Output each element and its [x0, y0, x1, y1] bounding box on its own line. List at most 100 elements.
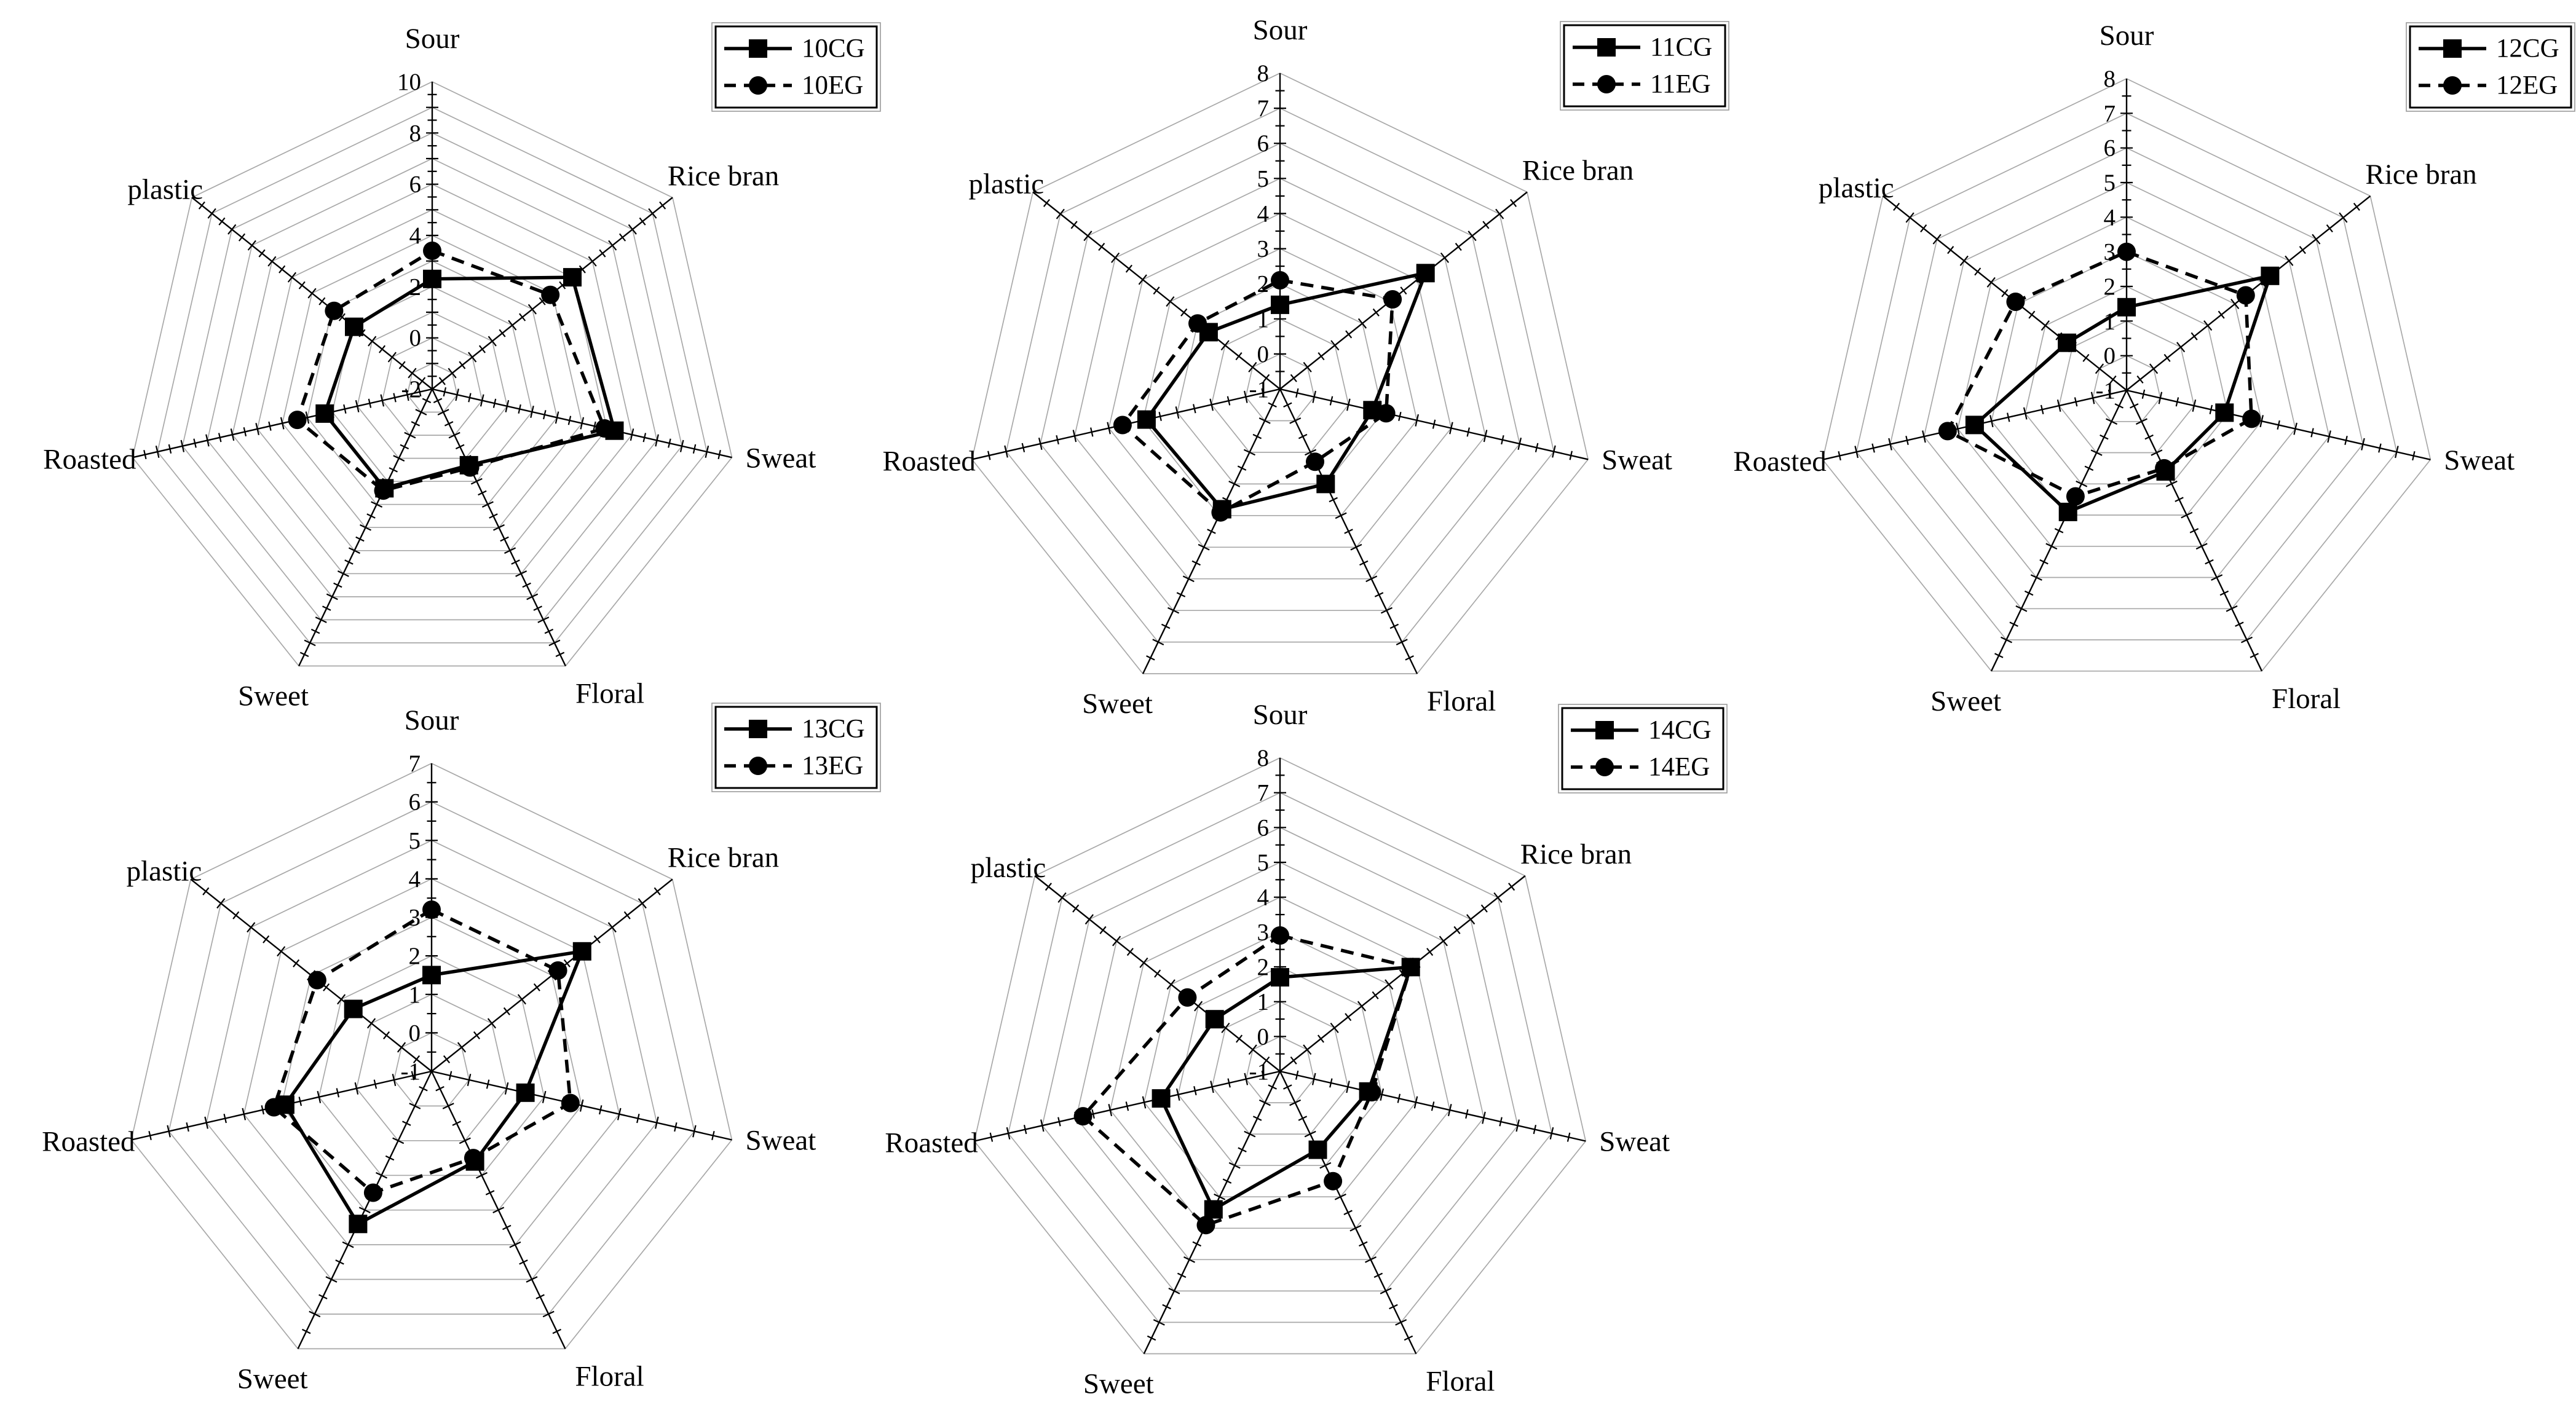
axis-tick	[1499, 1117, 1503, 1127]
axis-tick	[344, 559, 354, 565]
axis-tick	[247, 922, 256, 933]
axis-tick	[579, 1099, 584, 1112]
category-label: Sweet	[1930, 685, 2001, 717]
axis-tick	[216, 898, 226, 909]
axis-tick	[1413, 1096, 1418, 1109]
marker-circle-14EG	[1362, 1083, 1381, 1101]
series-line-11CG	[1144, 270, 1429, 511]
grid-ring	[157, 106, 708, 644]
axis-tick	[1535, 443, 1539, 452]
category-label: Sour	[1253, 14, 1308, 46]
category-label: Floral	[575, 1360, 644, 1392]
axis-tick	[1380, 607, 1393, 614]
axis-tick	[2141, 389, 2146, 399]
category-label: Sweat	[745, 442, 816, 474]
axis-tick	[448, 431, 460, 439]
legend-box	[2409, 25, 2572, 109]
axis-tick	[2040, 404, 2044, 414]
legend-label: 13EG	[802, 752, 863, 781]
category-label: Roasted	[43, 443, 136, 475]
axis-tick	[417, 387, 422, 397]
axis-tick	[411, 421, 421, 427]
series-line-10CG	[323, 275, 617, 490]
axis-tick	[473, 1031, 480, 1039]
category-label: Sweet	[1082, 688, 1153, 720]
axis-tick	[508, 320, 517, 331]
axis-tick	[1311, 1073, 1316, 1085]
axis-tick	[2299, 246, 2306, 254]
axis-tick	[588, 256, 597, 267]
axis-tick	[1221, 1022, 1230, 1033]
axis-tick	[1374, 592, 1384, 597]
axis-tick	[478, 490, 487, 496]
marker-circle-14EG	[1401, 958, 1420, 977]
marker-square-11CG	[1316, 475, 1335, 494]
axis-tick	[515, 570, 527, 577]
marker-circle-11EG	[1271, 271, 1289, 289]
axis-tick	[1258, 417, 1271, 424]
axis-tick	[1389, 623, 1399, 629]
axis-tick	[1153, 286, 1160, 295]
axis-tick	[1168, 1288, 1180, 1294]
axis-tick	[1533, 1125, 1537, 1135]
legend-outer-border	[711, 22, 881, 112]
axis-tick	[1466, 427, 1470, 437]
axis-tick	[373, 1079, 377, 1089]
axis-tick	[223, 1114, 227, 1124]
axis-tick	[1138, 274, 1147, 285]
axis-tick	[298, 1097, 302, 1106]
axis-tick	[1466, 914, 1476, 925]
axis-tick	[2158, 392, 2163, 404]
category-label: plastic	[971, 852, 1046, 884]
axis-tick	[325, 1276, 338, 1283]
axis-tick	[202, 887, 210, 896]
axis-tick	[1552, 445, 1556, 458]
axis-tick	[2235, 621, 2244, 627]
axis-tick	[1345, 1013, 1352, 1022]
axis-tick	[1263, 1056, 1270, 1065]
marker-circle-13EG	[264, 1098, 283, 1117]
tick-label: 0	[1257, 341, 1270, 368]
legend-marker-circle	[1595, 758, 1614, 776]
axis-tick	[444, 421, 454, 427]
axis-tick	[2353, 202, 2360, 211]
tick-label: 3	[409, 905, 421, 931]
axis-tick	[648, 208, 657, 219]
axis-tick	[279, 265, 286, 274]
axis-tick	[1006, 1127, 1011, 1140]
category-label: Sour	[405, 23, 460, 55]
marker-circle-13EG	[548, 961, 567, 980]
marker-circle-13EG	[464, 1149, 483, 1168]
axis-tick	[659, 201, 666, 210]
marker-square-12CG	[2058, 333, 2077, 352]
axis-tick	[2226, 605, 2238, 612]
marker-square-12CG	[1965, 415, 1984, 435]
tick-label: 0	[409, 1020, 421, 1046]
grid-ring	[1177, 966, 1383, 1167]
axis-tick	[2015, 605, 2028, 612]
axis-tick	[1329, 497, 1338, 503]
axis-tick	[1947, 246, 1954, 254]
marker-circle-12EG	[2066, 487, 2085, 506]
axis-tick	[1023, 1125, 1027, 1135]
category-label: Sweat	[1602, 444, 1672, 476]
axis-tick	[1357, 318, 1367, 329]
axis-tick	[639, 217, 646, 226]
legend-marker-circle	[749, 76, 767, 95]
tick-label: 4	[409, 866, 421, 892]
axis-tick	[679, 439, 684, 452]
axis-tick	[302, 1328, 311, 1334]
axis-tick	[655, 1116, 659, 1129]
axis-tick	[459, 361, 466, 369]
axis-tick	[607, 922, 617, 933]
axis-tick	[376, 1172, 387, 1179]
axis-tick	[1373, 1272, 1383, 1278]
legend-box	[714, 706, 878, 789]
axis-tick	[533, 605, 542, 611]
axis-tick	[654, 887, 661, 896]
axis-tick	[404, 431, 416, 439]
axis-tick	[623, 911, 631, 920]
axis-tick	[1207, 529, 1216, 534]
axis-tick	[2095, 363, 2104, 374]
